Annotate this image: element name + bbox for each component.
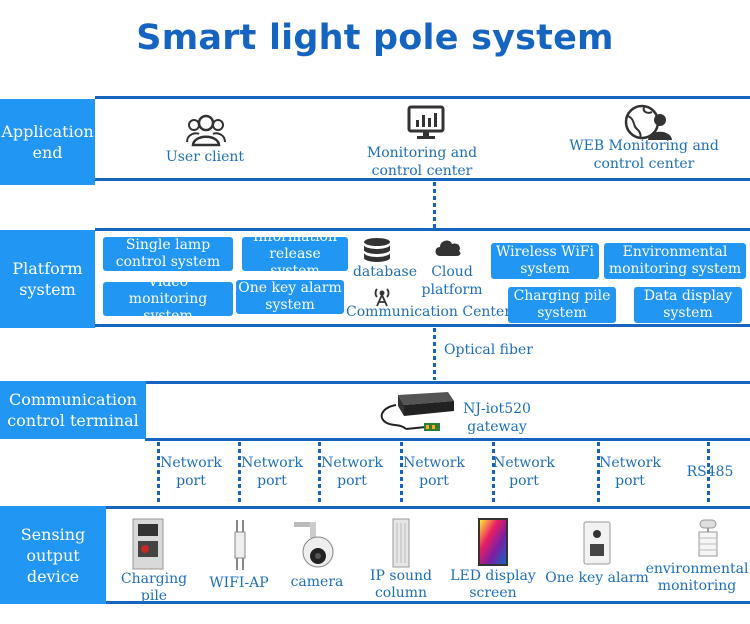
environmental-monitoring-image: [698, 519, 718, 557]
port-connector-4: [400, 442, 403, 504]
antenna-icon: [374, 288, 390, 307]
ip-sound-column-image: [392, 518, 410, 568]
port-connector-6: [597, 442, 600, 504]
cloud-platform-label: Cloud platform: [421, 264, 483, 298]
connector-app-platform: [433, 182, 436, 229]
page-title: Smart light pole system: [136, 18, 614, 58]
device-charging-pile: Charging pile: [120, 571, 188, 604]
user-client-label: User client: [165, 149, 245, 165]
port-label-3: Network port: [321, 455, 383, 489]
port-connector-5: [492, 442, 495, 504]
port-connector-1: [157, 442, 160, 504]
information-release-system: Information release system: [242, 237, 348, 271]
charging-pile-system: Charging pile system: [508, 287, 616, 323]
port-connector-3: [318, 442, 321, 504]
one-key-alarm-image: [583, 521, 611, 565]
database-label: database: [352, 264, 418, 280]
layer-label-communication: Communication control terminal: [0, 381, 146, 439]
device-led-display: LED display screen: [450, 568, 536, 601]
sensing-bottom-line: [106, 601, 750, 604]
device-ip-sound-column: IP sound column: [369, 568, 432, 601]
optical-fiber-label: Optical fiber: [444, 342, 533, 358]
port-label-4: Network port: [403, 455, 465, 489]
port-label-5: Network port: [493, 455, 555, 489]
port-label-6: Network port: [599, 455, 661, 489]
single-lamp-system: Single lamp control system: [103, 237, 233, 271]
port-label-1: Network port: [160, 455, 222, 489]
platform-bottom-line: [95, 324, 750, 327]
cloud-icon: [435, 240, 461, 256]
device-environmental-monitoring: environmental monitoring: [645, 561, 749, 594]
connector-optical-fiber: [433, 328, 436, 380]
port-connector-7: [707, 442, 710, 504]
monitor-chart-icon: [407, 105, 445, 139]
layer-label-sensing: Sensing output device: [0, 506, 106, 604]
web-center-label: WEB Monitoring and control center: [569, 138, 719, 172]
port-label-7: RS485: [686, 464, 734, 480]
led-display-image: [478, 518, 508, 566]
monitoring-center-label: Monitoring and control center: [366, 145, 478, 179]
layer-label-platform: Platform system: [0, 230, 95, 328]
environmental-monitoring-system: Environmental monitoring system: [604, 243, 746, 279]
one-key-alarm-system: One key alarm system: [236, 280, 344, 314]
device-camera: camera: [290, 574, 344, 590]
platform-top-line: [95, 228, 750, 231]
globe-user-icon: [624, 104, 672, 140]
gateway-label: NJ-iot520 gateway: [463, 401, 531, 435]
camera-image: [294, 522, 334, 568]
sensing-top-line: [106, 506, 750, 509]
database-icon: [364, 238, 390, 262]
communication-center-label: Communication Center: [346, 304, 512, 320]
wireless-wifi-system: Wireless WiFi system: [491, 243, 599, 279]
comm-top-line: [145, 381, 750, 384]
application-top-line: [95, 96, 750, 99]
wifi-ap-image: [234, 520, 246, 570]
port-label-2: Network port: [241, 455, 303, 489]
data-display-system: Data display system: [634, 287, 742, 323]
application-bottom-line: [95, 178, 750, 181]
gateway-device-icon: [380, 392, 454, 431]
port-connector-2: [238, 442, 241, 504]
device-wifi-ap: WIFI-AP: [209, 575, 269, 591]
charging-pile-image: [132, 518, 164, 570]
comm-bottom-line: [145, 438, 750, 441]
users-icon: [186, 114, 226, 147]
video-monitoring-system: Video monitoring system: [103, 282, 233, 316]
layer-label-application: Application end: [0, 99, 95, 185]
device-one-key-alarm: One key alarm: [545, 570, 649, 586]
